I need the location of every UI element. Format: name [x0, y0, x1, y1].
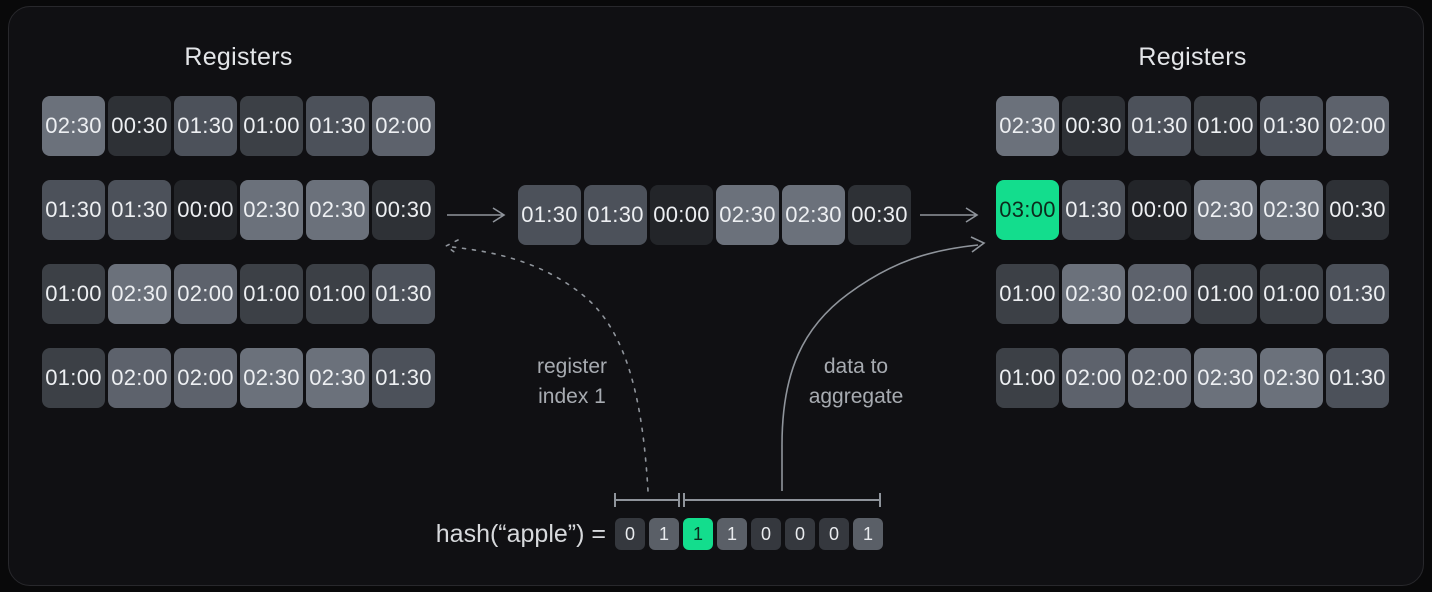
register-cell: 01:00 — [996, 264, 1059, 324]
register-cell: 01:30 — [584, 185, 647, 245]
register-cell: 02:30 — [42, 96, 105, 156]
register-cell: 00:30 — [372, 180, 435, 240]
register-cell: 01:30 — [372, 348, 435, 408]
register-cell: 01:00 — [1194, 96, 1257, 156]
register-cell: 02:30 — [240, 180, 303, 240]
right-registers-title: Registers — [1138, 43, 1247, 71]
register-cell: 02:30 — [1260, 180, 1323, 240]
register-cell: 01:30 — [1326, 264, 1389, 324]
register-cell: 02:30 — [108, 264, 171, 324]
register-cell: 02:00 — [108, 348, 171, 408]
register-cell: 02:00 — [1128, 264, 1191, 324]
register-cell: 01:30 — [1326, 348, 1389, 408]
hash-bit-cell: 1 — [853, 518, 883, 550]
register-cell: 01:00 — [240, 264, 303, 324]
register-cell: 02:30 — [1194, 180, 1257, 240]
register-cell: 01:30 — [372, 264, 435, 324]
register-cell: 00:00 — [1128, 180, 1191, 240]
register-cell: 02:30 — [716, 185, 779, 245]
hash-bit-cell: 0 — [751, 518, 781, 550]
left-registers-title: Registers — [184, 43, 293, 71]
register-cell: 02:30 — [240, 348, 303, 408]
hash-expression-label: hash(“apple”) = — [435, 520, 606, 548]
register-index-label-line2: index 1 — [538, 385, 606, 408]
hash-bit-cell: 0 — [615, 518, 645, 550]
register-cell: 02:00 — [174, 348, 237, 408]
register-cell: 02:00 — [1062, 348, 1125, 408]
register-cell: 00:30 — [1062, 96, 1125, 156]
register-cell: 01:00 — [1260, 264, 1323, 324]
data-aggregate-label: data to aggregate — [771, 352, 941, 412]
register-cell: 01:30 — [1062, 180, 1125, 240]
hash-bit-cell: 1 — [683, 518, 713, 550]
hash-bit-cell: 0 — [819, 518, 849, 550]
register-cell: 01:30 — [306, 96, 369, 156]
register-cell: 02:30 — [1260, 348, 1323, 408]
register-cell: 02:30 — [306, 180, 369, 240]
register-cell: 02:00 — [372, 96, 435, 156]
register-cell: 02:30 — [306, 348, 369, 408]
register-cell: 01:00 — [996, 348, 1059, 408]
register-cell: 01:30 — [518, 185, 581, 245]
register-cell: 01:30 — [42, 180, 105, 240]
register-cell: 02:00 — [1326, 96, 1389, 156]
register-cell: 02:30 — [1194, 348, 1257, 408]
hash-bit-cell: 1 — [717, 518, 747, 550]
register-cell: 01:30 — [1128, 96, 1191, 156]
register-cell: 00:00 — [174, 180, 237, 240]
data-aggregate-label-line1: data to — [823, 355, 889, 378]
register-index-label: register index 1 — [487, 352, 657, 412]
register-cell: 00:30 — [848, 185, 911, 245]
register-cell: 02:00 — [174, 264, 237, 324]
register-cell: 01:30 — [174, 96, 237, 156]
data-aggregate-label-line2: aggregate — [808, 385, 904, 408]
register-cell: 00:30 — [108, 96, 171, 156]
hash-bit-cell: 0 — [785, 518, 815, 550]
register-cell: 02:30 — [1062, 264, 1125, 324]
register-cell: 01:00 — [240, 96, 303, 156]
register-cell: 01:00 — [306, 264, 369, 324]
register-cell: 01:00 — [42, 264, 105, 324]
register-cell: 01:30 — [108, 180, 171, 240]
register-cell: 02:30 — [782, 185, 845, 245]
register-cell: 02:30 — [996, 96, 1059, 156]
register-index-label-line1: register — [536, 355, 608, 378]
register-cell: 01:00 — [42, 348, 105, 408]
register-cell: 01:30 — [1260, 96, 1323, 156]
register-cell: 03:00 — [996, 180, 1059, 240]
hash-bit-cell: 1 — [649, 518, 679, 550]
register-cell: 00:30 — [1326, 180, 1389, 240]
register-cell: 00:00 — [650, 185, 713, 245]
register-cell: 01:00 — [1194, 264, 1257, 324]
register-cell: 02:00 — [1128, 348, 1191, 408]
